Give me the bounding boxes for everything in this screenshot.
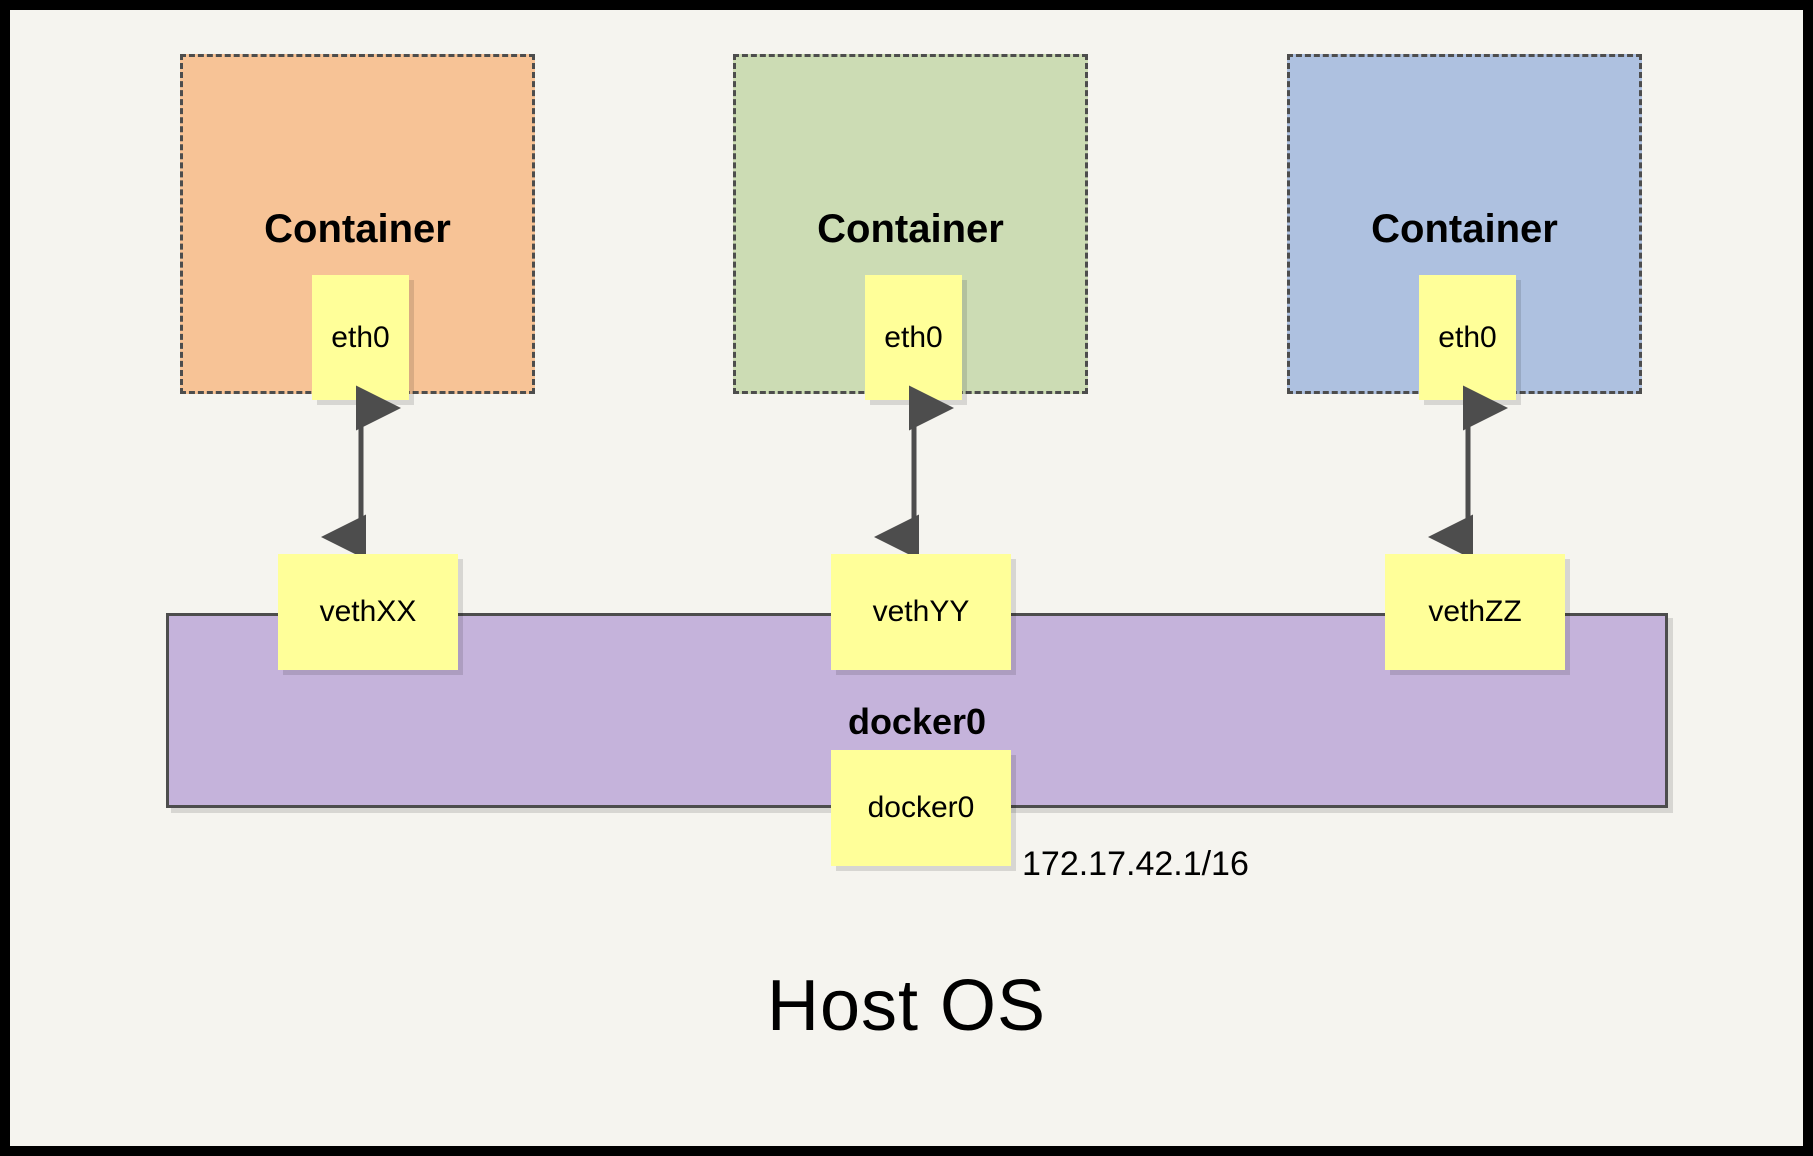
- docker0-bridge-label: docker0: [847, 701, 987, 742]
- host-os-canvas: Container eth0 Container eth0 Container …: [10, 10, 1803, 1146]
- container-title-3: Container: [1371, 207, 1558, 251]
- container-title-2: Container: [817, 207, 1004, 251]
- veth-box-2[interactable]: vethYY: [831, 554, 1011, 670]
- veth-link-arrow-3: [1428, 385, 1508, 560]
- eth0-interface-box-3[interactable]: eth0: [1419, 275, 1516, 400]
- host-os-title: Host OS: [766, 966, 1047, 1046]
- eth0-interface-box-1[interactable]: eth0: [312, 275, 409, 400]
- veth-box-1[interactable]: vethXX: [278, 554, 458, 670]
- container-title-1: Container: [264, 207, 451, 251]
- veth-box-3[interactable]: vethZZ: [1385, 554, 1565, 670]
- veth-link-arrow-2: [874, 385, 954, 560]
- veth-link-arrow-1: [321, 385, 401, 560]
- docker0-interface-box[interactable]: docker0: [831, 750, 1011, 866]
- docker0-ip-label: 172.17.42.1/16: [1022, 845, 1249, 883]
- eth0-interface-box-2[interactable]: eth0: [865, 275, 962, 400]
